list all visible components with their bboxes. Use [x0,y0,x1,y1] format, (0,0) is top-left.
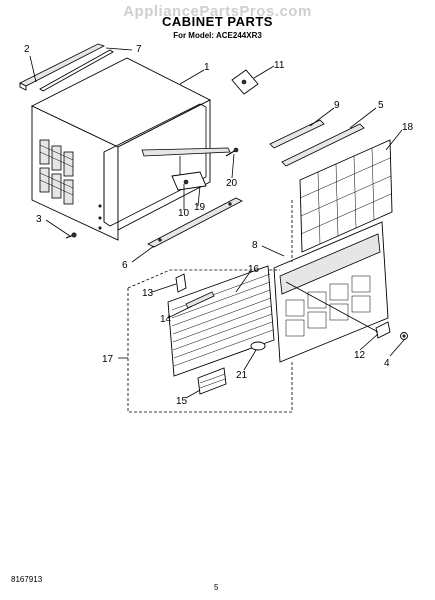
callout-18: 18 [402,122,414,133]
leader-lines [29,47,405,399]
watermark: AppliancePartsPros.com [123,3,312,20]
knob-part-12 [375,321,391,339]
bracket-part-19 [141,147,231,191]
screw-part-20 [225,147,239,157]
callout-3: 3 [36,214,42,225]
callout-20: 20 [226,178,238,189]
callout-17: 17 [102,354,114,365]
bracket-part-11 [231,69,259,95]
callout-labels: 2 7 1 11 9 5 18 20 10 19 3 6 8 13 14 16 … [24,44,414,407]
air-filter-part-18 [299,139,393,253]
callout-21: 21 [236,370,248,381]
callout-5: 5 [378,100,384,111]
cabinet-wrapper-part-1 [30,57,211,241]
callout-15: 15 [176,396,188,407]
callout-14: 14 [160,314,172,325]
hinge-part-14 [185,291,215,309]
callout-1: 1 [204,62,210,73]
strip-part-9 [269,119,325,149]
callout-13: 13 [142,288,154,299]
callout-6: 6 [122,260,128,271]
page-number: 5 [214,583,219,592]
callout-4: 4 [384,358,390,369]
screw-part-3 [65,232,77,239]
knob-part-4 [400,332,408,340]
callout-19: 19 [194,202,206,213]
diagram-title: CABINET PARTS [162,14,273,29]
top-rail-part-7 [39,49,114,92]
callout-11: 11 [274,60,285,71]
callout-2: 2 [24,44,30,55]
side-louvers [39,139,74,205]
callout-9: 9 [334,100,340,111]
callout-16: 16 [248,264,260,275]
cover-part-21 [250,341,266,351]
callout-7: 7 [136,44,142,55]
document-number: 8167913 [11,575,43,584]
top-rail-part-2 [19,43,106,91]
bottom-rail-part-6 [147,197,243,248]
callout-10: 10 [178,208,190,219]
front-panel-part-8 [273,221,389,363]
grille-part-16 [167,265,275,377]
model-subtitle: For Model: ACE244XR3 [173,31,262,40]
callout-12: 12 [354,350,366,361]
strip-part-5 [281,123,365,167]
clip-part-13 [175,273,187,293]
callout-8: 8 [252,240,258,251]
assembly-dashed-boundary [127,200,293,413]
vent-door-part-15 [197,367,227,395]
